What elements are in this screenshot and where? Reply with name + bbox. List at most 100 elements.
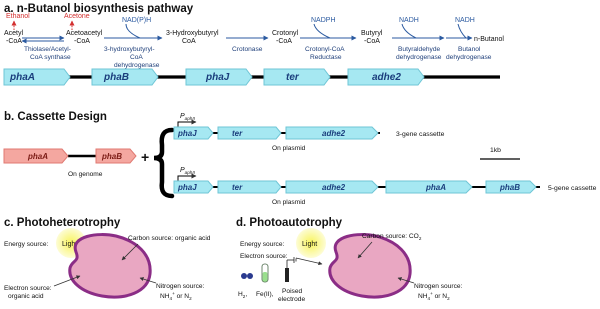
cell-blob-c <box>68 233 152 299</box>
electron-source-c-l2: organic acid <box>8 293 44 300</box>
nitrogen-arrow-d <box>397 277 415 284</box>
compound-hydroxybutyryl-l1: 3-Hydroxybutyryl <box>166 30 219 37</box>
genome-label-phaa: phaA <box>27 152 48 161</box>
panel-a: a. n-Butanol biosynthesis pathway Ethano… <box>3 3 504 86</box>
donor-fe-label: Fe(II), <box>256 291 274 298</box>
cassette2-label-ter: ter <box>232 183 243 192</box>
genome-label-phab: phaB <box>101 152 122 161</box>
cassette2-label: 5-gene cassette <box>548 185 597 192</box>
poised-electrode-l2: electrode <box>278 296 305 303</box>
acetone-label: Acetone <box>64 13 90 20</box>
panel-a-title: a. n-Butanol biosynthesis pathway <box>4 3 194 15</box>
cassette2-gene-ter: ter <box>217 180 282 194</box>
gene-label-phaj: phaJ <box>205 72 230 83</box>
enzyme-hbd-l3: dehydrogenase <box>114 62 160 69</box>
promoter-label-2: PaphII <box>180 167 196 175</box>
carbon-arrow-d <box>357 241 373 259</box>
energy-source-c: Energy source: <box>4 241 49 248</box>
donor-h2-label: H2, <box>238 291 247 299</box>
cassette1-plasmid-caption: On plasmid <box>272 145 306 152</box>
cofactor-arrow-2 <box>313 23 331 39</box>
enzyme-bald-l2: dehydrogenase <box>396 54 442 61</box>
cassette-brace <box>153 127 175 199</box>
test-tube-icon <box>261 263 269 283</box>
compound-butyryl-l1: Butyryl <box>361 30 383 37</box>
enzyme-hbd-l2: CoA <box>130 54 143 61</box>
compound-acetoacetyl-l2: -CoA <box>74 38 90 45</box>
gene-arrow-phab: phaB <box>91 68 159 86</box>
gene-label-adhe2: adhe2 <box>372 72 401 83</box>
genome-gene-phaa: phaA <box>3 148 69 164</box>
nitrogen-source-d-l1: Nitrogen source: <box>414 283 463 290</box>
cassette1-gene-ter: ter <box>217 126 282 140</box>
scale-bar-label: 1kb <box>490 147 501 154</box>
carbon-source-d: Carbon source: CO2 <box>362 233 422 241</box>
cofactor-nadh-1: NADH <box>399 17 419 24</box>
cassette2-label-phaj: phaJ <box>177 183 197 192</box>
cassette2-gene-phaa: phaA <box>385 180 473 194</box>
enzyme-thiolase-l2: CoA synthase <box>30 54 71 61</box>
cassette2-label-phaa: phaA <box>425 183 446 192</box>
gene-arrow-ter: ter <box>263 68 331 86</box>
cassette2-gene-adhe2: adhe2 <box>285 180 379 194</box>
gene-label-ter: ter <box>286 72 300 83</box>
genome-gene-phab: phaB <box>95 148 137 164</box>
panel-c: c. Photoheterotrophy Light Energy source… <box>4 217 211 301</box>
enzyme-crotonase: Crotonase <box>232 46 263 53</box>
compound-acetoacetyl-l1: Acetoacetyl <box>66 30 103 37</box>
gene-arrow-adhe2: adhe2 <box>347 68 425 86</box>
nitrogen-arrow-c <box>139 277 157 284</box>
nitrogen-source-d-l2: NH4+ or N2 <box>418 291 450 301</box>
light-label-d: Light <box>302 241 317 248</box>
cassette2-plasmid-caption: On plasmid <box>272 199 306 206</box>
compound-butyryl-l2: -CoA <box>364 38 380 45</box>
cassette2-label-adhe2: adhe2 <box>322 183 346 192</box>
enzyme-ccr-l1: Crotonyl-CoA <box>305 46 345 53</box>
gene-label-phaa: phaA <box>9 72 35 83</box>
hydrogen-molecule-icon <box>241 273 253 279</box>
cofactor-arrow-3 <box>401 23 417 39</box>
enzyme-bdh-l2: dehydrogenase <box>446 54 492 61</box>
cassette2-gene-phaj: phaJ <box>173 180 214 194</box>
energy-source-d: Energy source: <box>240 241 285 248</box>
cassette1-label-ter: ter <box>232 129 243 138</box>
enzyme-thiolase-l1: Thiolase/Acetyl- <box>24 46 71 53</box>
electrode-icon <box>285 257 297 282</box>
cassette1-label-adhe2: adhe2 <box>322 129 346 138</box>
cofactor-nadph-2: NADPH <box>311 17 336 24</box>
light-label-c: Light <box>62 241 77 248</box>
panel-c-title: c. Photoheterotrophy <box>4 217 121 229</box>
enzyme-hbd-l1: 3-hydroxybutyryl- <box>104 46 155 53</box>
electron-source-c-l1: Electron source: <box>4 285 52 292</box>
cofactor-arrow-4 <box>457 23 467 39</box>
compound-crotonyl-l2: -CoA <box>276 38 292 45</box>
gene-label-phab: phaB <box>103 72 129 83</box>
cassette1-label: 3-gene cassette <box>396 131 445 138</box>
compound-hydroxybutyryl-l2: CoA <box>182 38 196 45</box>
cofactor-nadh-2: NADH <box>455 17 475 24</box>
cassette1-label-phaj: phaJ <box>177 129 197 138</box>
nitrogen-source-c-l1: Nitrogen source: <box>156 283 205 290</box>
carbon-arrow-c <box>121 243 139 261</box>
compound-acetyl-l2: -CoA <box>6 38 22 45</box>
electron-arrow-d <box>295 257 323 266</box>
gene-arrow-phaa: phaA <box>3 68 71 86</box>
compound-acetyl-l1: Acetyl <box>4 30 24 37</box>
poised-electrode-l1: Poised <box>282 288 302 295</box>
promoter-label-1: PaphII <box>180 113 196 121</box>
genome-caption: On genome <box>68 171 103 178</box>
panel-d-title: d. Photoautotrophy <box>236 217 343 229</box>
cassette1-gene-phaj: phaJ <box>173 126 214 140</box>
enzyme-ccr-l2: Reductase <box>310 54 342 61</box>
nitrogen-source-c-l2: NH4+ or N2 <box>160 291 192 301</box>
cassette2-label-phab: phaB <box>499 183 520 192</box>
plus-sign: + <box>141 149 149 165</box>
ethanol-label: Ethanol <box>6 13 30 20</box>
electron-arrow-c <box>53 275 81 287</box>
cassette1-gene-adhe2: adhe2 <box>285 126 379 140</box>
panel-b-title: b. Cassette Design <box>4 111 107 123</box>
cassette2-gene-phab: phaB <box>485 180 537 194</box>
compound-butanol: n-Butanol <box>474 36 504 43</box>
compound-crotonyl-l1: Crotonyl <box>272 30 299 37</box>
